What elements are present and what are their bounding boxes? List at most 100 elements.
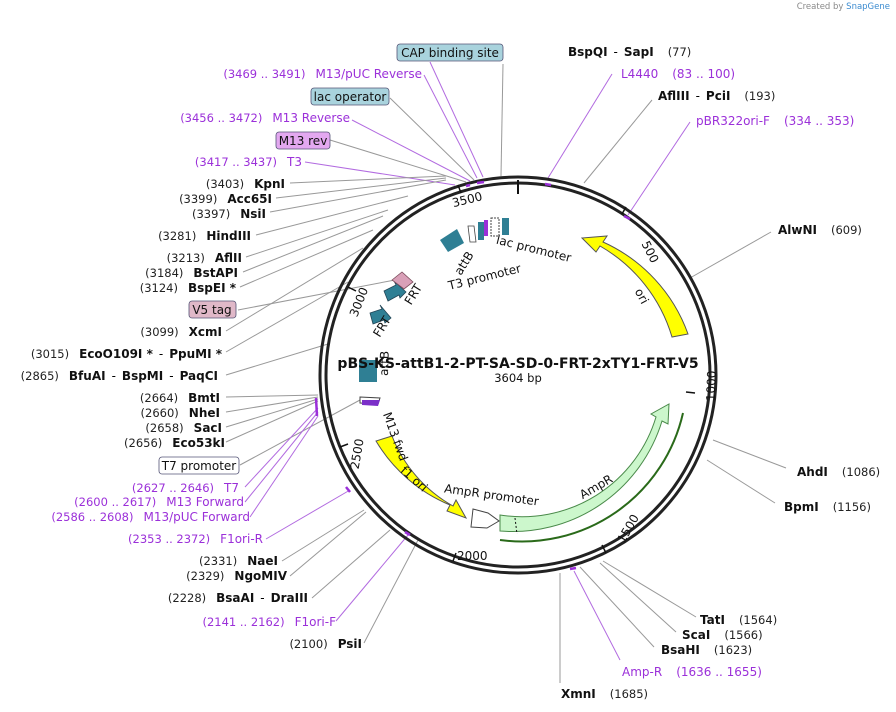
connector-m13puc-rev — [423, 74, 478, 179]
pos-ngomiv: (2329) — [186, 569, 224, 583]
m13-rev-feature — [478, 222, 484, 240]
label-f1ori-f[interactable]: (2141 .. 2162)F1ori-F — [202, 615, 336, 629]
primer-mark-f1ori-r — [345, 486, 351, 493]
label-t3[interactable]: (3417 .. 3437)T3 — [195, 155, 302, 169]
label-nsii[interactable]: (3397)NsiI — [192, 207, 266, 221]
connector-bmti — [225, 394, 319, 398]
lac-operator-label: lac operator — [314, 90, 387, 104]
connector-acc65i — [275, 177, 447, 199]
t7-promoter-box[interactable] — [158, 456, 240, 475]
label-bspei[interactable]: (3124)BspEI * — [140, 281, 237, 295]
primer-amp-r: Amp-R — [622, 665, 662, 679]
attb-top-feature — [440, 229, 464, 252]
pos-t3: (3417 .. 3437) — [195, 155, 277, 169]
label-kpni[interactable]: (3403)KpnI — [206, 177, 285, 191]
label-nhei[interactable]: (2660)NheI — [141, 406, 220, 420]
label-saci[interactable]: (2658)SacI — [145, 421, 222, 435]
label-aflii[interactable]: (3213)AflII — [167, 251, 242, 265]
connector-alwni — [689, 231, 772, 279]
connector-bfuai — [225, 343, 329, 376]
label-amp-r[interactable]: Amp-R (1636 .. 1655) — [622, 665, 762, 679]
cap-binding-site-box[interactable] — [396, 43, 504, 62]
enzyme-pcii: PciI — [706, 89, 731, 103]
enzyme-kpni: KpnI — [254, 177, 285, 191]
label-scai[interactable]: ScaI(1566) — [682, 628, 763, 642]
label-acc65i[interactable]: (3399)Acc65I — [179, 192, 272, 206]
label-l4440[interactable]: L4440(83 .. 100) — [621, 67, 735, 81]
enzyme-ngomiv: NgoMIV — [234, 569, 287, 583]
enzyme-alwni: AlwNI — [778, 223, 817, 237]
enzyme-nsii: NsiI — [240, 207, 266, 221]
attb-left-feature — [359, 360, 377, 382]
pos-bsaai: (2228) — [168, 591, 206, 605]
pos-amp-r: (1636 .. 1655) — [676, 665, 762, 679]
pos-xcmi: (3099) — [140, 325, 178, 339]
label-naei[interactable]: (2331)NaeI — [199, 554, 278, 568]
pos-bspqi: (77) — [668, 45, 692, 59]
t7-promoter-label: T7 promoter — [161, 459, 237, 473]
enzyme-bmti: BmtI — [188, 391, 220, 405]
enzyme-psii: PsiI — [338, 637, 362, 651]
label-m13-forward[interactable]: (2600 .. 2617)M13 Forward — [74, 495, 244, 509]
label-f1ori-r[interactable]: (2353 .. 2372)F1ori-R — [128, 532, 263, 546]
label-afliii-pcii[interactable]: AflIII-PciI(193) — [658, 89, 775, 103]
m13-rev-box[interactable] — [275, 131, 331, 150]
frt-feature-1 — [369, 304, 392, 325]
connector-bstapi — [242, 215, 384, 273]
enzyme-bfuai: BfuAI — [69, 369, 106, 383]
enzyme-draiii: DraIII — [271, 591, 308, 605]
label-bmti[interactable]: (2664)BmtI — [140, 391, 220, 405]
label-m13-reverse[interactable]: (3456 .. 3472)M13 Reverse — [180, 111, 350, 125]
primer-l4440: L4440 — [621, 67, 658, 81]
label-eco53ki[interactable]: (2656)Eco53kI — [124, 436, 225, 450]
primer-m13-forward: M13 Forward — [166, 495, 244, 509]
label-pbr322ori-f[interactable]: pBR322ori-F(334 .. 353) — [696, 114, 854, 128]
enzyme-bspmi: BspMI — [122, 369, 163, 383]
tick-label-1000: 1000 — [704, 370, 719, 401]
primer-pbr322ori-f: pBR322ori-F — [696, 114, 770, 128]
label-xcmi[interactable]: (3099)XcmI — [140, 325, 222, 339]
v5-tag-box[interactable] — [188, 300, 237, 319]
pos-acc65i: (3399) — [179, 192, 217, 206]
v5-tag-label: V5 tag — [192, 303, 231, 317]
label-ecoo109i-ppumi[interactable]: (3015)EcoO109I *-PpuMI * — [31, 347, 223, 361]
pos-xmni: (1685) — [610, 687, 648, 701]
connector-t7-promoter — [239, 399, 361, 466]
enzyme-tati: TatI — [700, 613, 725, 627]
label-tati[interactable]: TatI(1564) — [700, 613, 777, 627]
connector-l4440 — [547, 73, 613, 179]
label-bspqi-sapi[interactable]: BspQI-SapI(77) — [568, 45, 691, 59]
pos-bfuai: (2865) — [21, 369, 59, 383]
label-ngomiv[interactable]: (2329) NgoMIV — [186, 569, 288, 583]
lac-operator-box[interactable] — [310, 87, 390, 106]
label-m13puc-reverse[interactable]: (3469 .. 3491)M13/pUC Reverse — [223, 67, 422, 81]
connector-bsahi — [579, 566, 655, 648]
label-xmni[interactable]: XmnI(1685) — [561, 687, 648, 701]
label-ahdi[interactable]: AhdI(1086) — [797, 465, 880, 479]
label-bsaai-draiii[interactable]: (2228)BsaAI-DraIII — [168, 591, 308, 605]
ampr-dashed-start — [514, 517, 518, 535]
label-alwni[interactable]: AlwNI(609) — [778, 223, 862, 237]
enzyme-ppumi: PpuMI * — [169, 347, 223, 361]
label-bsahi[interactable]: BsaHI(1623) — [661, 643, 752, 657]
connector-cap — [429, 61, 484, 178]
label-m13puc-forward[interactable]: (2586 .. 2608)M13/pUC Forward — [51, 510, 250, 524]
primer-f1ori-r: F1ori-R — [220, 532, 263, 546]
enzyme-nhei: NheI — [189, 406, 220, 420]
connector-bpmi — [706, 459, 776, 504]
pos-bspei: (3124) — [140, 281, 178, 295]
pos-psii: (2100) — [289, 637, 327, 651]
tick-label-2500: 2500 — [348, 438, 367, 471]
label-hindiii[interactable]: (3281)HindIII — [158, 229, 251, 243]
label-psii[interactable]: (2100) PsiI — [289, 637, 362, 651]
pos-eco53ki: (2656) — [124, 436, 162, 450]
label-bfuai-bspmi-paqci[interactable]: (2865)BfuAI-BspMI-PaqCI — [21, 369, 218, 383]
enzyme-saci: SacI — [194, 421, 222, 435]
connector-bsaai — [311, 529, 391, 599]
connector-saci — [225, 398, 319, 428]
label-bstapi[interactable]: (3184)BstAPI — [145, 266, 238, 280]
primer-marks — [314, 180, 631, 571]
label-bpmi[interactable]: BpmI(1156) — [784, 500, 871, 514]
label-t7[interactable]: (2627 .. 2646)T7 — [132, 481, 239, 495]
